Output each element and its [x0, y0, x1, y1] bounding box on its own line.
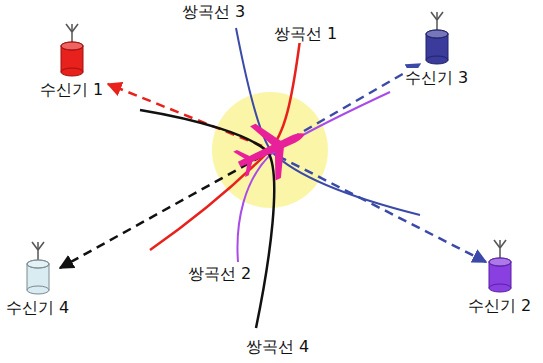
receiver-part	[500, 240, 506, 248]
receiver-part	[27, 260, 49, 268]
receiver-part	[27, 286, 49, 294]
receiver-icon	[38, 20, 106, 78]
receiver-part	[499, 240, 501, 260]
curve-label: 쌍곡선 1	[272, 24, 339, 43]
receiver-part	[489, 258, 511, 266]
receiver-part	[27, 260, 49, 268]
receiver-part	[426, 30, 448, 38]
receiver-label: 수신기 1	[38, 80, 105, 99]
receiver-label: 수신기 2	[466, 296, 533, 315]
receiver-part	[61, 42, 83, 50]
receiver-part	[426, 30, 448, 38]
receiver-label: 수신기 4	[4, 298, 71, 317]
receiver-part	[37, 242, 39, 262]
receiver-part	[436, 12, 438, 32]
receiver-part	[489, 284, 511, 292]
receiver-part	[494, 240, 500, 248]
receiver-part	[426, 56, 448, 64]
receiver: 수신기 2	[466, 236, 534, 318]
receiver-icon	[466, 236, 534, 294]
signal-arrow	[108, 84, 262, 146]
receiver-part	[431, 12, 437, 20]
signal-arrow	[60, 156, 262, 268]
receiver-part	[72, 24, 78, 32]
receiver-part	[61, 68, 83, 76]
signal-arrow	[278, 156, 486, 262]
hyperbola-curve	[140, 110, 274, 328]
highlight-circle	[212, 92, 328, 208]
receiver: 수신기 4	[4, 238, 72, 320]
curve-label: 쌍곡선 4	[244, 337, 311, 356]
curve-label: 쌍곡선 2	[186, 264, 253, 283]
receiver: 수신기 1	[38, 20, 106, 102]
curve-label: 쌍곡선 3	[180, 2, 247, 21]
airplane	[227, 107, 318, 192]
receiver-part	[32, 242, 38, 250]
hyperbola-curve	[237, 92, 390, 262]
receiver-part	[489, 258, 511, 266]
receiver-part	[38, 242, 44, 250]
receiver-icon	[4, 238, 72, 296]
receiver-icon	[403, 8, 471, 66]
receiver-part	[66, 24, 72, 32]
receiver-part	[61, 42, 83, 50]
receiver: 수신기 3	[403, 8, 471, 90]
receiver-label: 수신기 3	[403, 68, 470, 87]
receiver-part	[71, 24, 73, 44]
receiver-part	[437, 12, 443, 20]
